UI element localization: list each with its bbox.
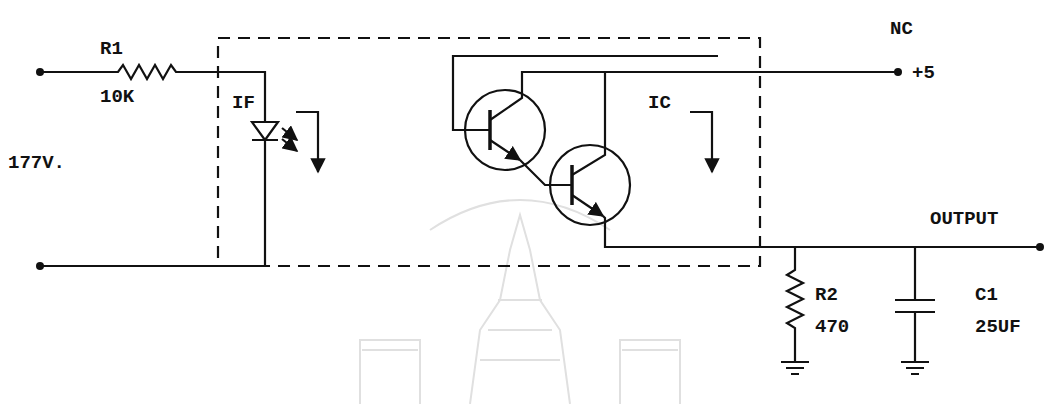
light-arrow <box>282 139 297 151</box>
part-value: 470 <box>815 316 849 338</box>
led-wire <box>40 140 278 266</box>
terminals <box>36 68 1044 270</box>
part-name: C1 <box>975 284 998 306</box>
ground-symbol <box>901 362 929 374</box>
darlington-wire <box>520 160 572 185</box>
watermark-tier <box>480 300 560 360</box>
watermark-arc <box>430 200 610 230</box>
current-arrow <box>296 112 318 172</box>
voltage-label: 177V. <box>8 152 65 174</box>
light-arrow <box>282 128 297 140</box>
optocoupler-package: IF IC <box>218 38 760 266</box>
ground-symbol <box>781 362 809 374</box>
watermark-tower <box>470 215 570 404</box>
watermark-pillar <box>360 340 420 404</box>
terminal-dot <box>36 262 44 270</box>
circuit <box>40 38 1040 374</box>
terminal-dot <box>894 68 902 76</box>
transistor-symbol <box>550 145 630 225</box>
terminal-dot <box>1036 243 1044 251</box>
part-value: 25UF <box>975 316 1021 338</box>
pin-name: NC <box>890 18 913 40</box>
emitter-arrow <box>490 140 520 160</box>
part-name: R2 <box>815 284 838 306</box>
led-symbol <box>252 122 278 140</box>
capacitor-symbol <box>895 247 935 362</box>
terminal-dot <box>36 68 44 76</box>
part-value: 10K <box>100 86 134 108</box>
current-label: IC <box>648 92 671 114</box>
resistor-r2-symbol <box>787 247 803 362</box>
part-name: R1 <box>100 38 123 60</box>
watermark <box>360 200 680 404</box>
current-label: IF <box>232 92 255 114</box>
current-arrow <box>690 112 712 172</box>
collector-wire <box>572 72 605 175</box>
resistor-r1-wire <box>40 65 265 122</box>
collector-wire <box>490 72 898 120</box>
pin-name: +5 <box>912 62 935 84</box>
watermark-pillar <box>620 340 680 404</box>
signal-name: OUTPUT <box>930 208 998 230</box>
emitter-arrow <box>572 195 603 216</box>
base-bar <box>570 165 574 205</box>
